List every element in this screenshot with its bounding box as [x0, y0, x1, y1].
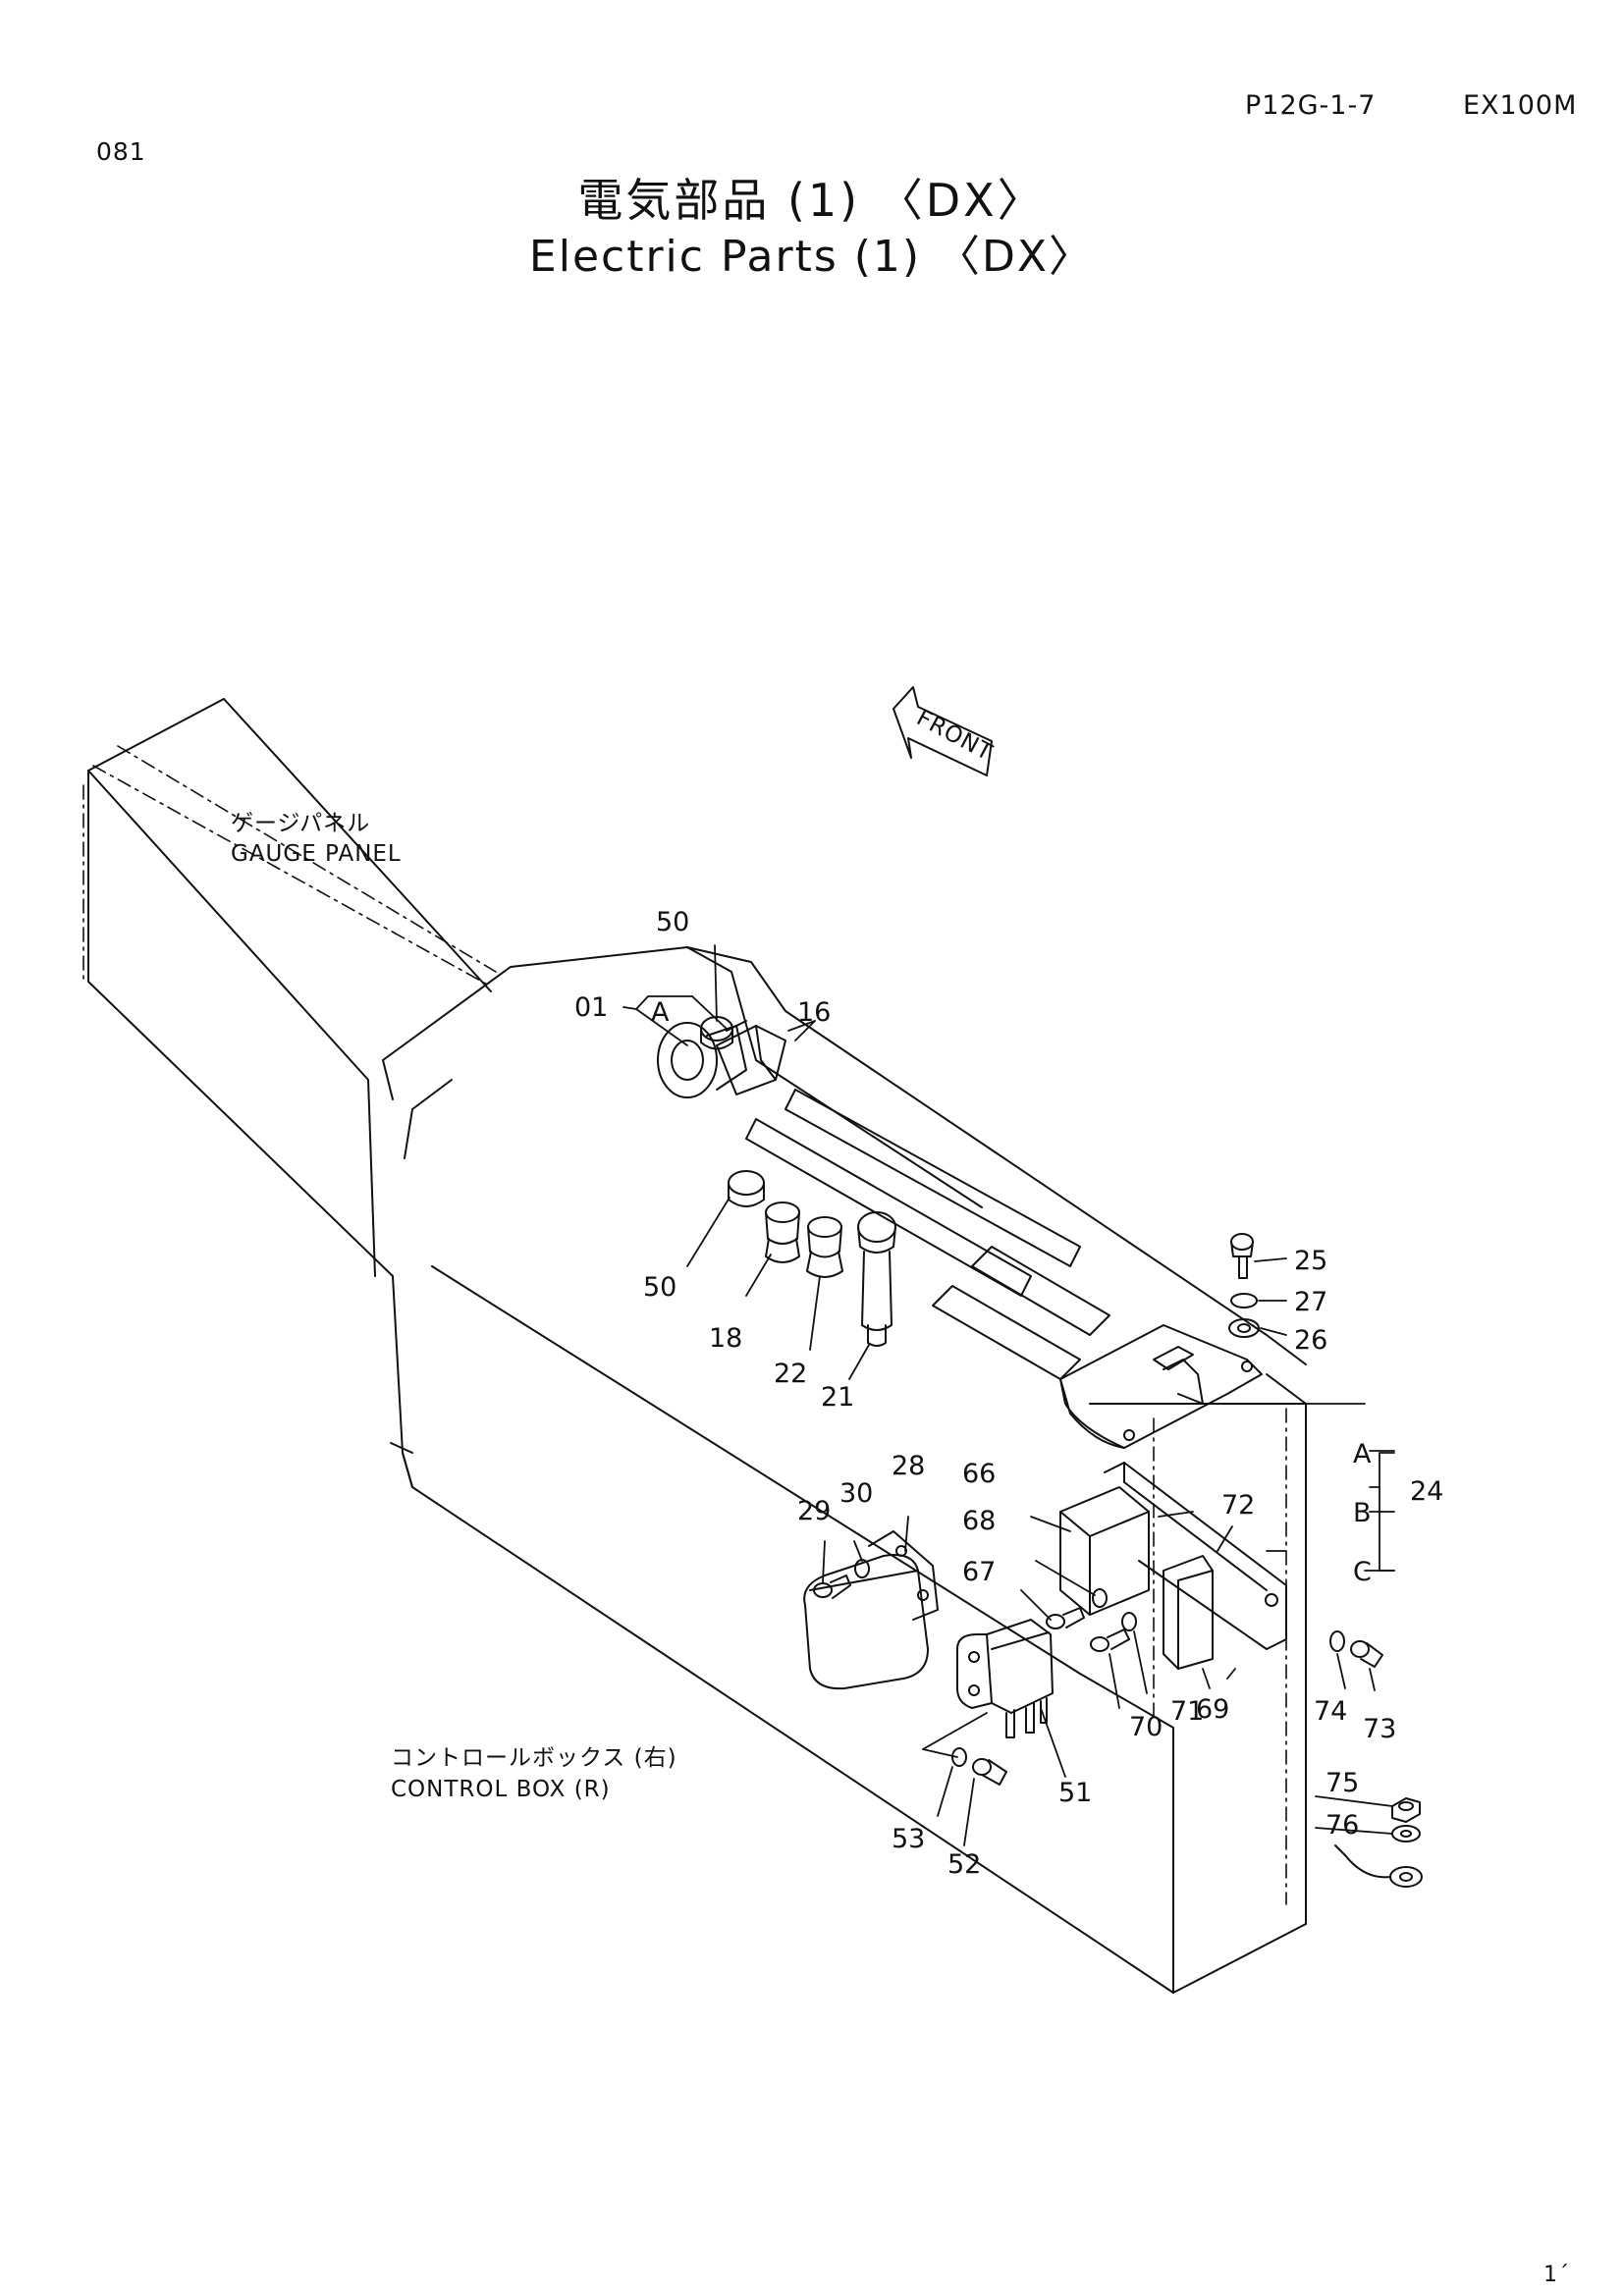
callout-75: 75 [1325, 1768, 1359, 1798]
relay-51 [956, 1619, 1054, 1738]
callout-30: 30 [839, 1478, 873, 1509]
bracket-72 [1104, 1462, 1287, 1650]
washer-68 [1092, 1588, 1108, 1608]
callout-26: 26 [1294, 1325, 1327, 1356]
relay-66 [1059, 1486, 1150, 1616]
callout-76: 76 [1325, 1810, 1359, 1841]
screw-29 [813, 1575, 851, 1599]
gauge-panel-label-jp: ゲージパネル [231, 811, 370, 836]
callout-51: 51 [1058, 1778, 1092, 1808]
sub-label-a: A [1353, 1439, 1372, 1469]
callout-27: 27 [1294, 1287, 1327, 1317]
callout-numbers: 01 16 50 50 18 22 21 25 27 26 24 28 29 3… [574, 907, 1443, 1880]
hidden-lines [82, 745, 1287, 1905]
callout-29: 29 [797, 1496, 831, 1526]
relay-69 [1163, 1555, 1214, 1670]
sub-label-b: B [1353, 1498, 1372, 1528]
callout-21: 21 [821, 1382, 854, 1413]
callout-74: 74 [1314, 1696, 1347, 1727]
console-outline [87, 698, 1307, 1994]
front-label: FRONT [912, 705, 997, 766]
washer-71 [1121, 1612, 1137, 1631]
callout-28: 28 [892, 1451, 925, 1481]
screw-52 [972, 1758, 1007, 1786]
knob-21 [857, 1211, 896, 1347]
screw-25 [1230, 1233, 1254, 1279]
control-box-label-en: CONTROL BOX (R) [391, 1777, 611, 1802]
callout-53: 53 [892, 1824, 925, 1854]
callout-73: 73 [1363, 1714, 1396, 1744]
switch-box-24 [1059, 1324, 1263, 1449]
corner-mark: 1´ [1543, 2263, 1570, 2287]
sub-label-a-switch: A [651, 997, 670, 1028]
title-japanese: 電気部品 (1) 〈DX〉 [577, 174, 1046, 227]
callout-70: 70 [1129, 1712, 1163, 1742]
nut-75 [1391, 1797, 1421, 1823]
callout-72: 72 [1221, 1490, 1255, 1521]
gauge-panel-label-en: GAUGE PANEL [231, 841, 402, 867]
callout-22: 22 [774, 1359, 807, 1389]
washer-53 [951, 1747, 967, 1767]
relay-28 [803, 1530, 939, 1690]
front-arrow [893, 686, 993, 776]
console-slots [745, 1089, 1110, 1380]
callout-16: 16 [797, 997, 831, 1028]
callout-68: 68 [962, 1506, 996, 1536]
callout-01: 01 [574, 992, 608, 1023]
callout-69: 69 [1196, 1694, 1229, 1725]
cap-50-lower [728, 1170, 765, 1207]
washer-74 [1329, 1630, 1345, 1652]
washer-26 [1228, 1318, 1260, 1338]
washer-27 [1230, 1293, 1258, 1308]
knob-18 [765, 1201, 800, 1263]
callout-52: 52 [947, 1849, 981, 1880]
switch-16 [716, 1020, 786, 1095]
callout-18: 18 [709, 1323, 742, 1354]
page-code: P12G-1-7 [1245, 90, 1377, 121]
page-number: 081 [96, 137, 146, 166]
screw-67 [1046, 1607, 1085, 1629]
control-box-label-jp: コントロールボックス (右) [391, 1745, 677, 1771]
knob-22 [806, 1216, 843, 1278]
callout-24: 24 [1410, 1476, 1443, 1507]
callout-25: 25 [1294, 1246, 1327, 1276]
callout-50-lower: 50 [643, 1272, 676, 1303]
screw-70 [1090, 1629, 1130, 1652]
callout-67: 67 [962, 1557, 996, 1587]
screw-73 [1350, 1640, 1383, 1668]
ring-terminal [1334, 1844, 1423, 1888]
callout-50-upper: 50 [656, 907, 689, 937]
callout-66: 66 [962, 1459, 996, 1489]
leader-lines [622, 944, 1395, 1846]
model-code: EX100M [1463, 90, 1578, 121]
washer-76 [1391, 1825, 1421, 1842]
callout-71: 71 [1170, 1696, 1204, 1727]
title-english: Electric Parts (1) 〈DX〉 [528, 232, 1095, 282]
sub-label-c: C [1353, 1557, 1372, 1587]
